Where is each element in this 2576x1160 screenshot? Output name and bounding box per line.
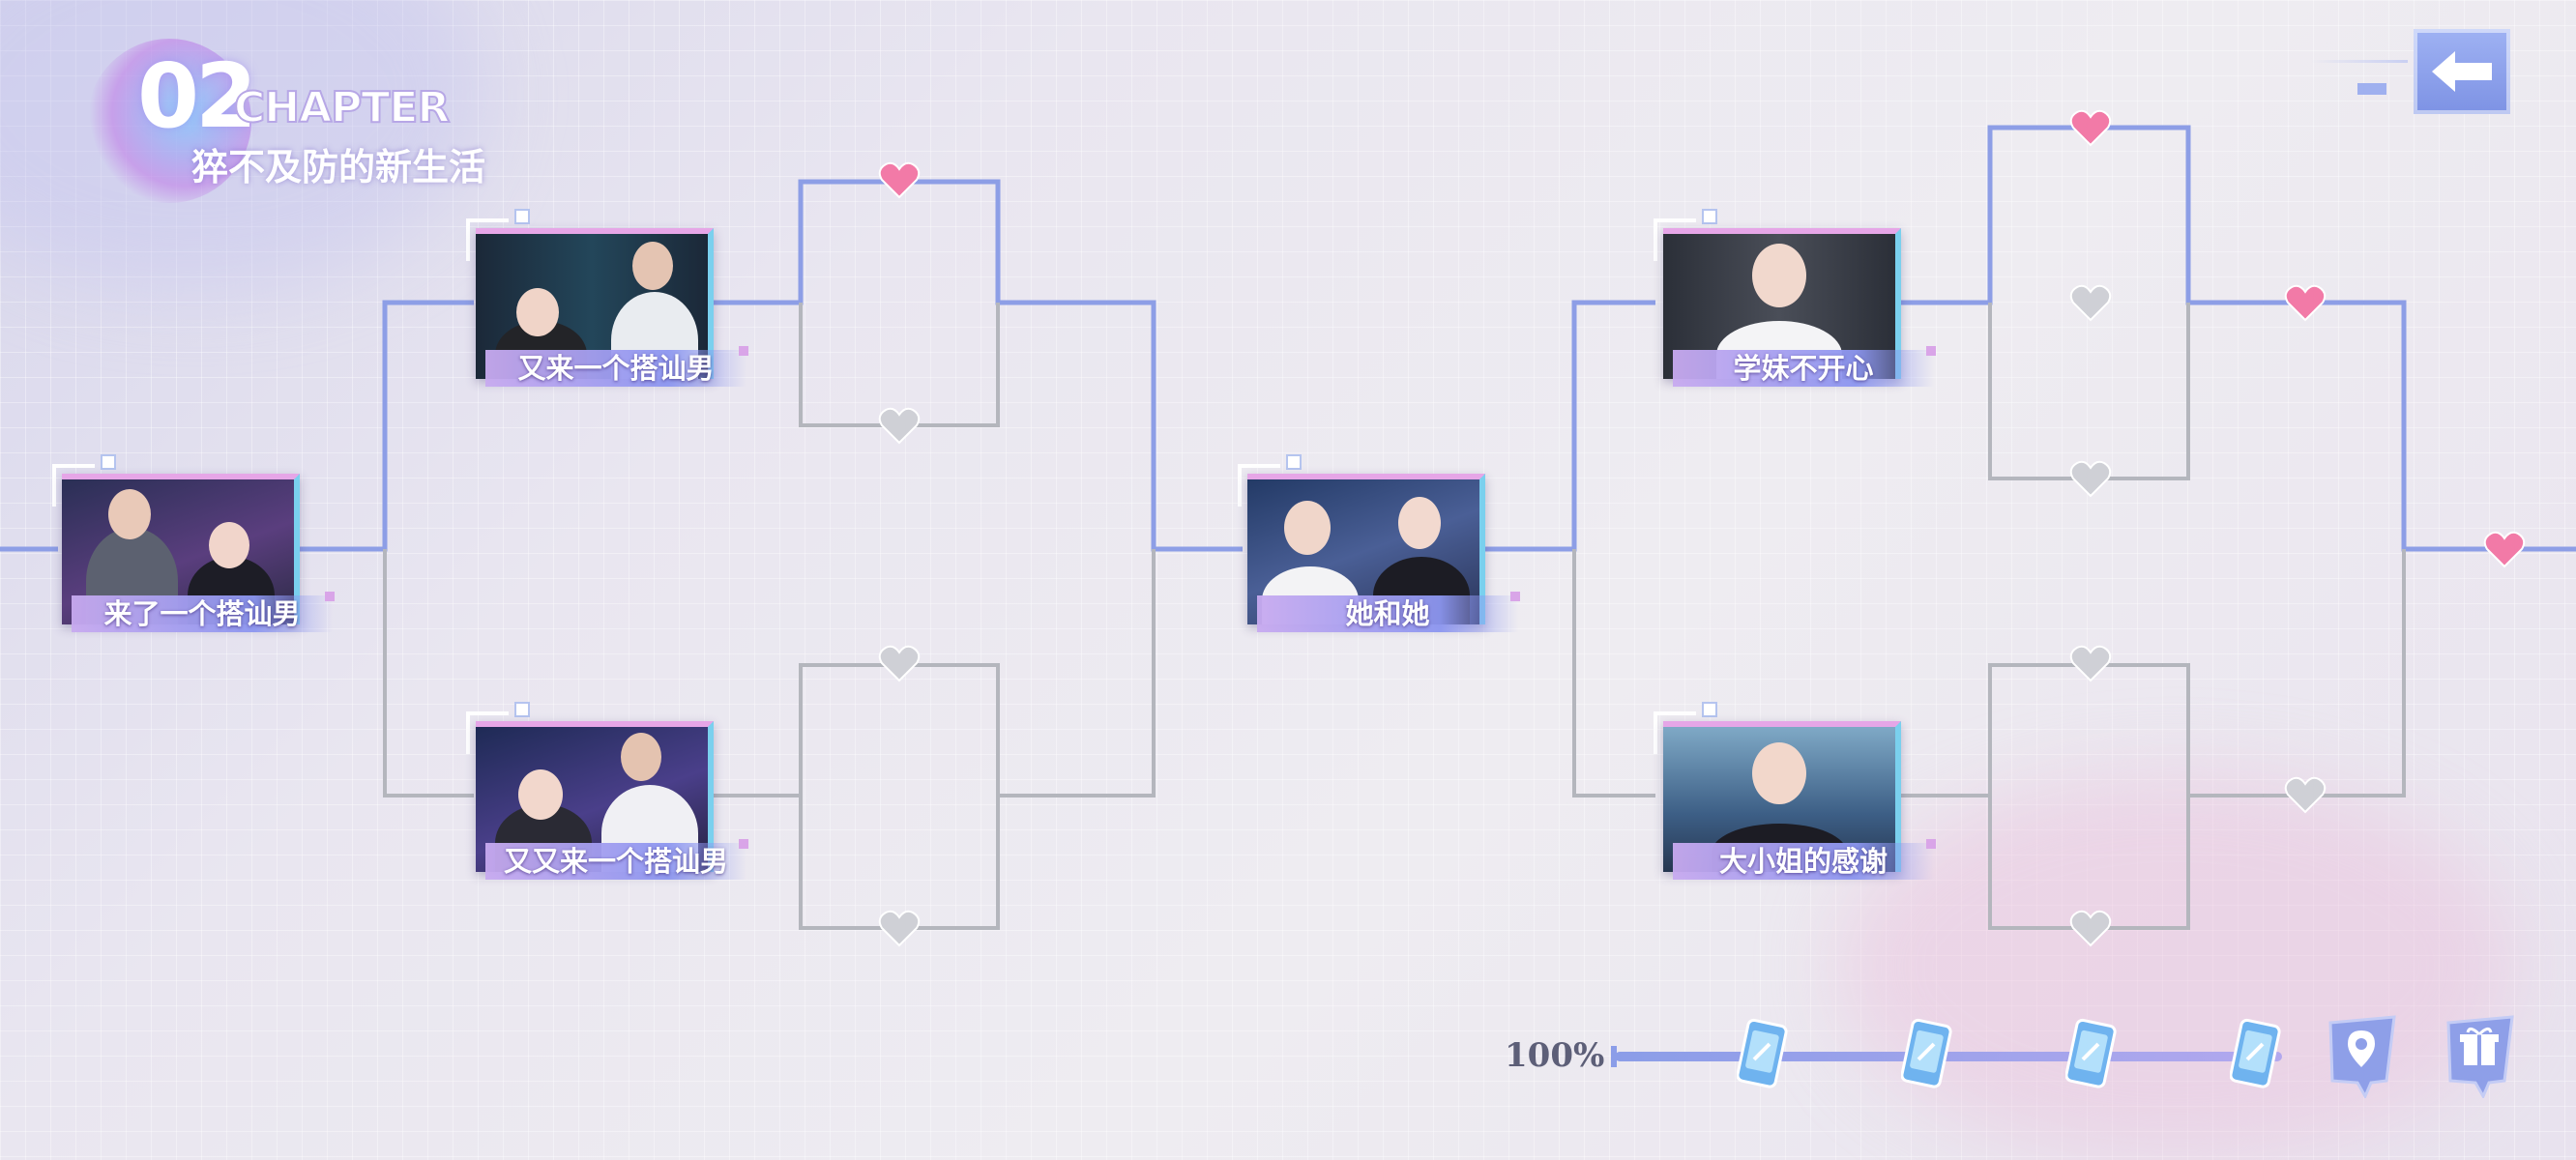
story-node-label: 她和她 xyxy=(1257,595,1518,632)
story-node-label: 大小姐的感谢 xyxy=(1673,843,1934,880)
node-corner-deco xyxy=(1654,711,1696,754)
story-node-6[interactable]: 大小姐的感谢 xyxy=(1654,702,1936,885)
chapter-number: 02 xyxy=(137,44,257,148)
story-node-label: 来了一个搭讪男 xyxy=(72,595,333,632)
node-corner-deco xyxy=(1238,464,1280,507)
node-dot-deco xyxy=(514,702,530,717)
heart-icon[interactable] xyxy=(878,160,921,199)
chapter-header: 02 CHAPTER 猝不及防的新生活 xyxy=(87,39,551,203)
map-button[interactable] xyxy=(2323,1013,2402,1098)
heart-icon[interactable] xyxy=(2069,644,2112,682)
story-node-label: 学妹不开心 xyxy=(1673,350,1934,387)
story-node-2[interactable]: 又来一个搭讪男 xyxy=(466,209,748,392)
story-node-label: 又又来一个搭讪男 xyxy=(485,843,746,880)
pixel-deco xyxy=(739,346,748,356)
arrow-left-icon xyxy=(2432,51,2492,92)
node-dot-deco xyxy=(1702,209,1717,224)
gift-box-icon xyxy=(2460,1028,2499,1065)
story-node-5[interactable]: 学妹不开心 xyxy=(1654,209,1936,392)
node-dot-deco xyxy=(1702,702,1717,717)
heart-icon[interactable] xyxy=(878,644,921,682)
heart-icon[interactable] xyxy=(2069,108,2112,147)
back-button-deco xyxy=(2357,83,2386,95)
heart-icon[interactable] xyxy=(2483,530,2526,568)
chapter-title: 猝不及防的新生活 xyxy=(191,145,486,188)
node-dot-deco xyxy=(1286,454,1302,470)
reward-ticket-icon[interactable] xyxy=(2230,1015,2282,1092)
gift-button[interactable] xyxy=(2441,1013,2520,1098)
reward-ticket-icon[interactable] xyxy=(1901,1015,1953,1092)
heart-icon[interactable] xyxy=(878,406,921,445)
heart-icon[interactable] xyxy=(2069,909,2112,947)
heart-icon[interactable] xyxy=(2284,775,2327,814)
heart-icon[interactable] xyxy=(2069,459,2112,498)
story-node-1[interactable]: 来了一个搭讪男 xyxy=(52,454,335,638)
pixel-deco xyxy=(325,592,335,601)
heart-icon[interactable] xyxy=(2069,283,2112,322)
chapter-word: CHAPTER xyxy=(233,82,451,133)
story-node-3[interactable]: 又又来一个搭讪男 xyxy=(466,702,748,885)
node-dot-deco xyxy=(514,209,530,224)
chapter-orb xyxy=(87,39,251,203)
progress-track-cap xyxy=(1611,1046,1617,1067)
progress-percent: 100% xyxy=(1505,1036,1605,1075)
back-button-line xyxy=(2311,60,2408,63)
node-dot-deco xyxy=(101,454,116,470)
pixel-deco xyxy=(1926,346,1936,356)
node-corner-deco xyxy=(466,711,509,754)
node-corner-deco xyxy=(52,464,95,507)
heart-icon[interactable] xyxy=(878,909,921,947)
node-corner-deco xyxy=(1654,218,1696,261)
pixel-deco xyxy=(1510,592,1520,601)
story-node-4[interactable]: 她和她 xyxy=(1238,454,1520,638)
reward-ticket-icon[interactable] xyxy=(2065,1015,2118,1092)
background-glow xyxy=(1837,773,2514,1160)
heart-icon[interactable] xyxy=(2284,283,2327,322)
story-node-label: 又来一个搭讪男 xyxy=(485,350,746,387)
node-corner-deco xyxy=(466,218,509,261)
map-pin-icon xyxy=(2348,1030,2375,1067)
pixel-deco xyxy=(739,839,748,849)
completed-path xyxy=(0,125,2576,552)
back-button[interactable] xyxy=(2414,29,2510,114)
pixel-deco xyxy=(1926,839,1936,849)
reward-ticket-icon[interactable] xyxy=(1737,1015,1789,1092)
progress-track xyxy=(1615,1052,2282,1061)
